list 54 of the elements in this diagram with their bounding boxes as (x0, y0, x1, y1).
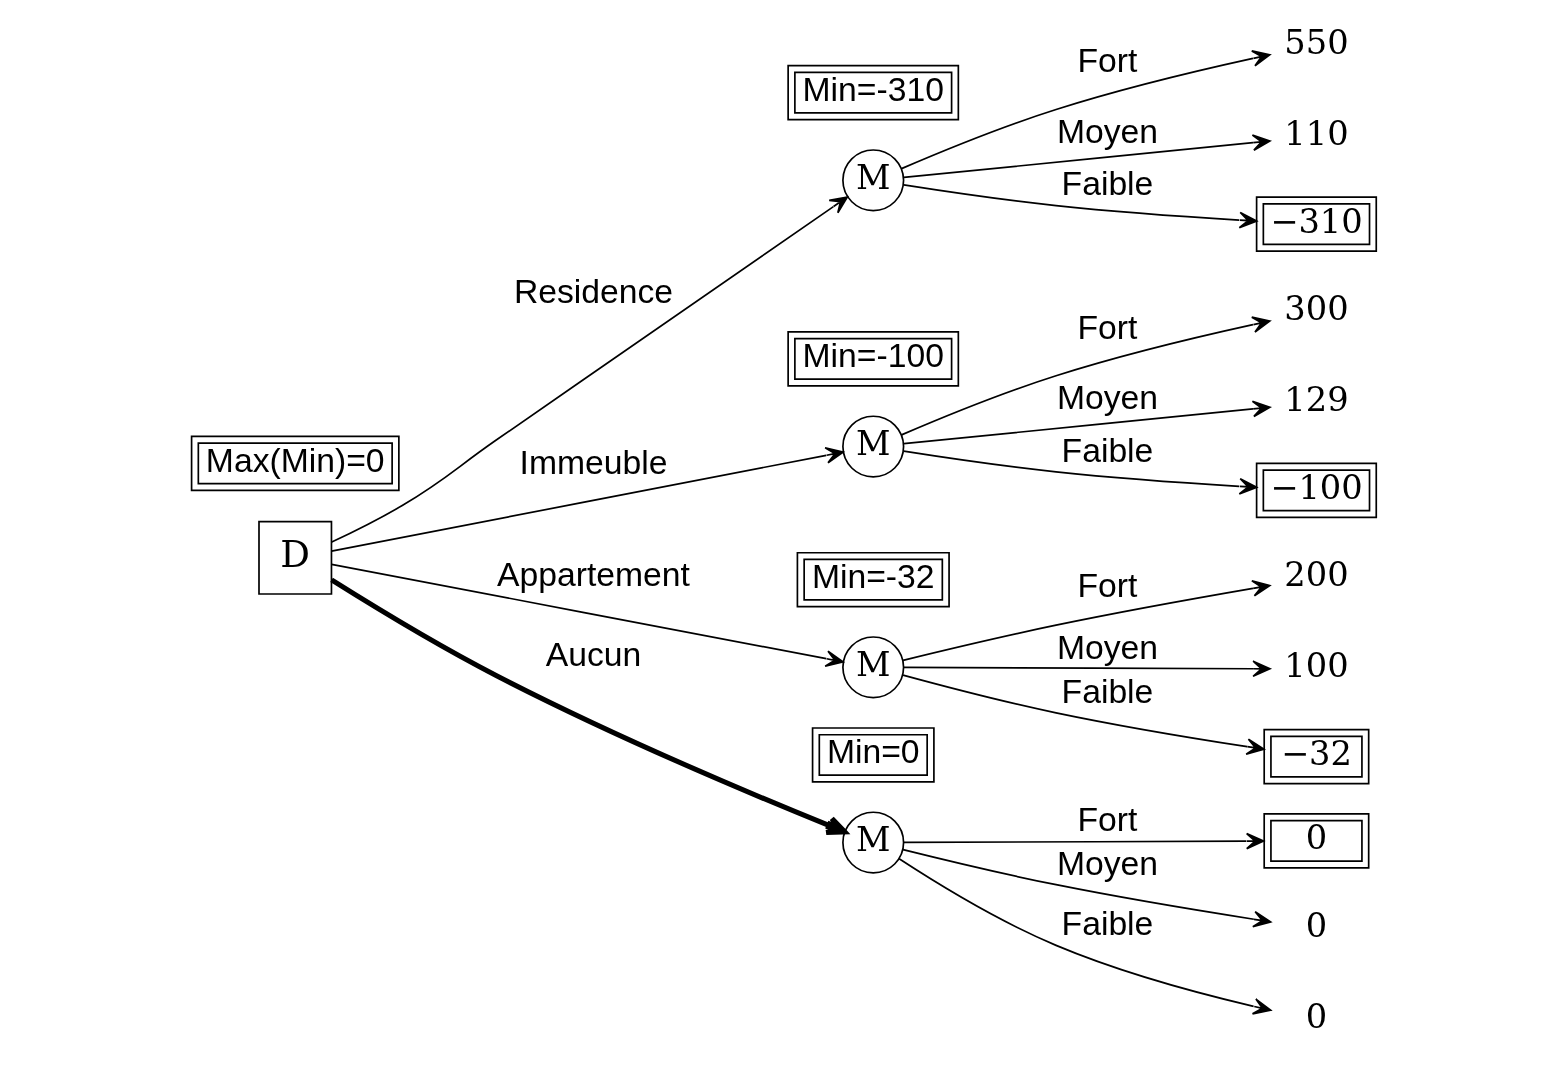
arrow (902, 450, 1258, 495)
node-text: 110 (1284, 113, 1349, 153)
arrow (900, 316, 1271, 436)
arrow (898, 857, 1272, 1015)
edge-label: Fort (1077, 799, 1138, 838)
arrow (902, 134, 1271, 179)
node-circle: M (842, 811, 905, 874)
node-text: 0 (1305, 905, 1328, 945)
node-text: 300 (1284, 289, 1349, 329)
node-circle: M (842, 636, 905, 699)
arrow (902, 184, 1258, 229)
arrow (902, 832, 1265, 850)
edge-label: Fort (1077, 307, 1138, 346)
edge-label: Fort (1077, 565, 1138, 604)
arrow (330, 577, 848, 836)
node-text: 100 (1284, 646, 1349, 686)
node-text: 200 (1284, 555, 1349, 595)
node-box: −100 (1255, 462, 1378, 519)
node-box: −32 (1263, 728, 1370, 785)
arrow (330, 446, 844, 552)
edge-label: Moyen (1056, 378, 1159, 417)
arrow (330, 196, 849, 543)
node-text: 550 (1284, 22, 1349, 62)
edge-label: Moyen (1056, 843, 1159, 882)
edge-label: Aucun (545, 634, 642, 673)
arrow (902, 580, 1271, 662)
edge-label: Faible (1061, 671, 1154, 710)
arrow (902, 660, 1271, 678)
node-box: 0 (1263, 813, 1370, 869)
node-box: Min=0 (811, 727, 935, 783)
edge-label: Moyen (1056, 627, 1159, 666)
arrow (902, 848, 1272, 928)
arrow (900, 50, 1271, 170)
node-box: Max(Min)=0 (190, 435, 400, 492)
edge-label: Fort (1077, 41, 1138, 80)
node-circle: M (842, 415, 905, 478)
node-box: Min=-310 (787, 64, 960, 121)
edge-label: Immeuble (519, 442, 668, 481)
arrow (330, 563, 844, 668)
edge-label: Moyen (1056, 112, 1159, 151)
node-box: Min=-32 (796, 551, 950, 608)
node-text: 0 (1305, 996, 1328, 1036)
node-box: Min=-100 (787, 331, 960, 387)
edge-label: Faible (1061, 164, 1154, 203)
arrow (902, 674, 1265, 756)
edge-label: Appartement (497, 555, 690, 594)
arrow (902, 400, 1271, 445)
edge-label: Residence (513, 272, 674, 311)
node-box: −310 (1255, 196, 1378, 252)
edge-label: Faible (1061, 904, 1154, 943)
edge-label: Faible (1061, 430, 1154, 469)
node-box: D (258, 520, 333, 595)
node-circle: M (842, 149, 905, 212)
node-text: 129 (1284, 380, 1349, 420)
